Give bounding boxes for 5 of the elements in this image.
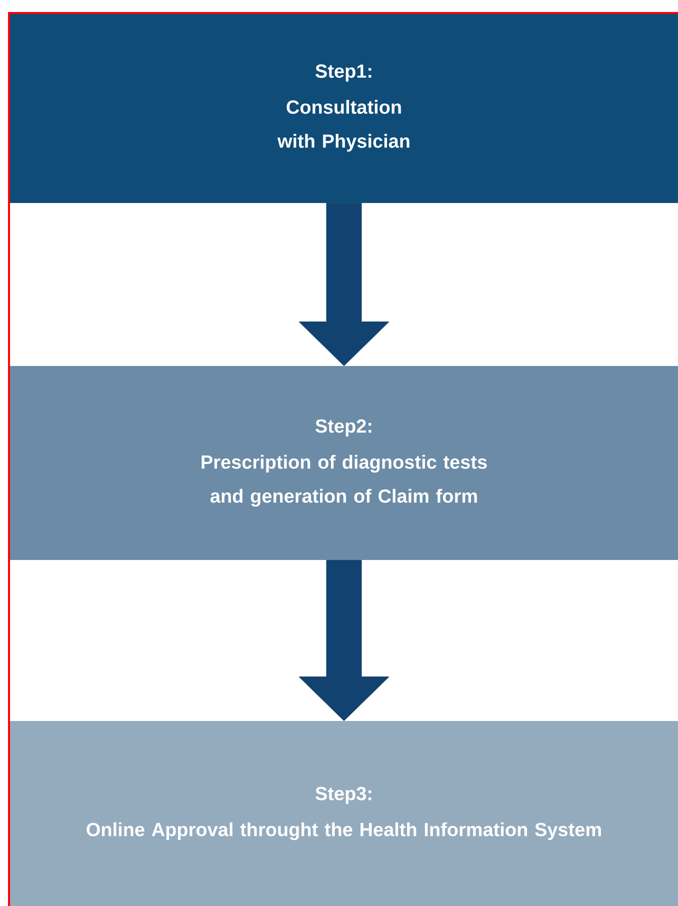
process-box: Step3: Online Approval throught the Health Information System (10, 721, 678, 906)
block-arrow (298, 202, 390, 366)
process-box: Step2: Prescription of diagnostic tests and generation of Claim form (10, 366, 678, 560)
block-arrow (298, 560, 390, 722)
process-box: Step1: Consultation with Physician (10, 13, 678, 203)
